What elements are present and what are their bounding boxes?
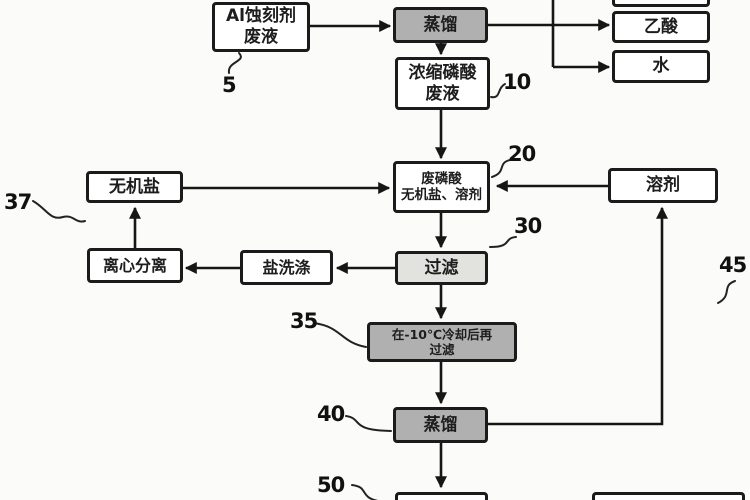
leader-line-10 bbox=[490, 83, 506, 99]
node-label: 蒸馏 bbox=[423, 414, 458, 435]
leader-line-50 bbox=[351, 484, 379, 500]
node-distillation-bottom: 蒸馏 bbox=[393, 407, 488, 443]
node-al-etchant-waste: Al蚀刻剂 废液 bbox=[212, 2, 310, 52]
leader-line-40 bbox=[345, 415, 392, 432]
node-top-cutoff-box bbox=[612, 0, 710, 7]
node-inorganic-salt: 无机盐 bbox=[86, 171, 183, 203]
node-label: 废磷酸 无机盐、溶剂 bbox=[401, 170, 482, 203]
node-bottom-right-cutoff-box bbox=[592, 492, 745, 500]
ref-label-5: 5 bbox=[222, 73, 237, 97]
leader-line-20 bbox=[491, 159, 511, 178]
leader-line-37 bbox=[32, 200, 86, 223]
node-centrifugal-separation: 离心分离 bbox=[87, 248, 183, 283]
node-label: 离心分离 bbox=[102, 255, 167, 275]
ref-label-35: 35 bbox=[290, 309, 318, 333]
node-filtration: 过滤 bbox=[395, 251, 488, 285]
node-label: 在-10℃冷却后再 过滤 bbox=[391, 326, 493, 357]
node-label: 溶剂 bbox=[646, 175, 680, 196]
leader-line-5 bbox=[227, 52, 242, 74]
node-label: 过滤 bbox=[424, 257, 459, 278]
node-acetic-acid: 乙酸 bbox=[612, 11, 710, 43]
ref-label-20: 20 bbox=[508, 142, 536, 166]
leader-line-35 bbox=[313, 322, 367, 348]
node-label: 蒸馏 bbox=[423, 14, 458, 35]
node-label: 乙酸 bbox=[644, 16, 678, 37]
node-label: 水 bbox=[652, 56, 670, 77]
node-cool-minus10c-refilter: 在-10℃冷却后再 过滤 bbox=[367, 322, 517, 362]
ref-label-40: 40 bbox=[317, 402, 345, 426]
ref-label-50: 50 bbox=[317, 473, 345, 497]
leader-line-30 bbox=[489, 236, 517, 248]
ref-label-30: 30 bbox=[514, 214, 542, 238]
node-waste-acid-salt-solvent-mixture: 废磷酸 无机盐、溶剂 bbox=[393, 161, 490, 213]
node-water: 水 bbox=[612, 50, 710, 83]
leader-line-45 bbox=[717, 280, 736, 304]
node-solvent: 溶剂 bbox=[608, 168, 718, 203]
arrow-distill2-to-solvent bbox=[488, 206, 668, 426]
node-concentrated-phosphoric-waste: 浓缩磷酸 废液 bbox=[395, 57, 490, 110]
node-label: Al蚀刻剂 废液 bbox=[226, 6, 296, 47]
node-distillation-top: 蒸馏 bbox=[393, 7, 488, 43]
ref-label-37: 37 bbox=[4, 190, 32, 214]
node-label: 盐洗涤 bbox=[262, 257, 311, 277]
node-bottom-center-cutoff-box bbox=[395, 492, 488, 500]
node-salt-washing: 盐洗涤 bbox=[240, 250, 333, 285]
ref-label-10: 10 bbox=[503, 70, 531, 94]
ref-label-45: 45 bbox=[719, 253, 747, 277]
node-label: 无机盐 bbox=[109, 176, 160, 197]
node-label: 浓缩磷酸 废液 bbox=[408, 62, 477, 104]
